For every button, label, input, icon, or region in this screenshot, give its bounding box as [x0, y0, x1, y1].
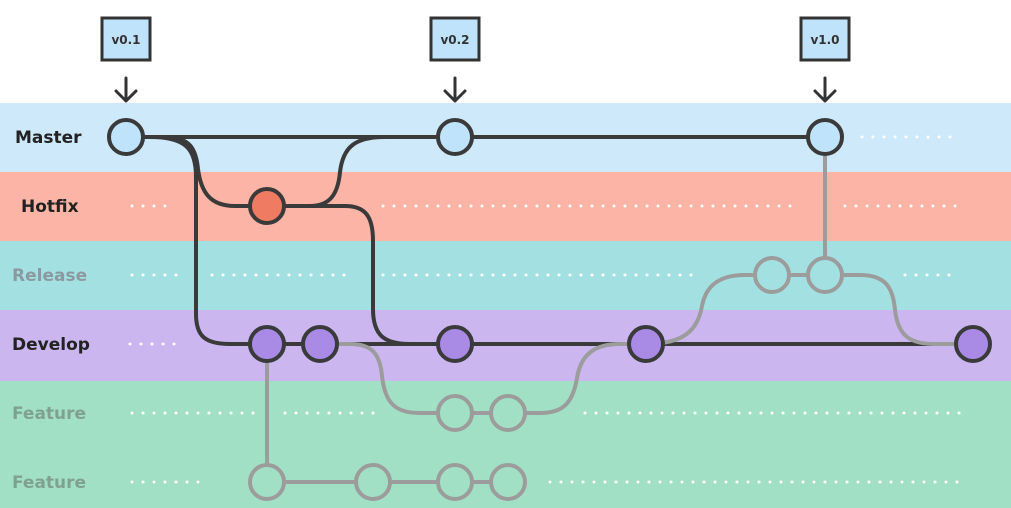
- version-tag-box: [100, 16, 152, 62]
- commit-node-feature2: [354, 463, 392, 501]
- down-arrow-icon: [443, 76, 467, 103]
- version-tag-label: v1.0: [810, 33, 839, 47]
- lane-hotfix: Hotfix: [0, 172, 1011, 241]
- commit-node-release: [753, 256, 791, 294]
- commit-node-master: [107, 118, 145, 156]
- placeholder-dots-layer: [128, 135, 962, 484]
- commit-node-develop: [248, 325, 286, 363]
- version-tag-label: v0.1: [111, 33, 140, 47]
- release-to-develop-line: [825, 273, 973, 346]
- lane-background: [0, 172, 1011, 241]
- commit-node-feature2: [436, 463, 474, 501]
- branch-lines-layer: [126, 135, 973, 484]
- lane-label: Develop: [12, 335, 90, 355]
- feature-to-develop-line: [508, 342, 646, 415]
- commit-node-master: [436, 118, 474, 156]
- commit-node-develop: [436, 325, 474, 363]
- version-tag-label: v0.2: [440, 33, 469, 47]
- master-to-develop-line: [149, 135, 267, 346]
- develop-to-feature-line: [320, 342, 508, 415]
- version-tag-box: [429, 16, 481, 62]
- version-tag-box: [799, 16, 851, 62]
- version-tag: v1.0: [799, 16, 851, 103]
- hotfix-to-develop-line: [285, 204, 411, 346]
- commit-node-master: [806, 118, 844, 156]
- master-to-hotfix-line: [164, 135, 267, 208]
- commit-node-release: [806, 256, 844, 294]
- version-tag: v0.2: [429, 16, 481, 103]
- commit-node-feature2: [248, 463, 286, 501]
- commit-node-feature1: [436, 394, 474, 432]
- commit-node-develop: [301, 325, 339, 363]
- lane-label: Feature: [12, 404, 86, 424]
- lane-label: Hotfix: [21, 197, 79, 217]
- commit-node-feature1: [489, 394, 527, 432]
- commit-node-develop: [627, 325, 665, 363]
- lane-label: Feature: [12, 473, 86, 493]
- develop-to-release-line: [645, 273, 825, 346]
- commit-node-hotfix: [248, 187, 286, 225]
- down-arrow-icon: [114, 76, 138, 103]
- commit-node-develop: [954, 325, 992, 363]
- commit-node-feature2: [489, 463, 527, 501]
- commits-layer: [107, 118, 992, 501]
- lane-label: Release: [12, 266, 87, 286]
- tags-layer: v0.1 v0.2 v1.0: [100, 16, 851, 103]
- lane-label: Master: [15, 128, 82, 148]
- version-tag: v0.1: [100, 16, 152, 103]
- down-arrow-icon: [813, 76, 837, 103]
